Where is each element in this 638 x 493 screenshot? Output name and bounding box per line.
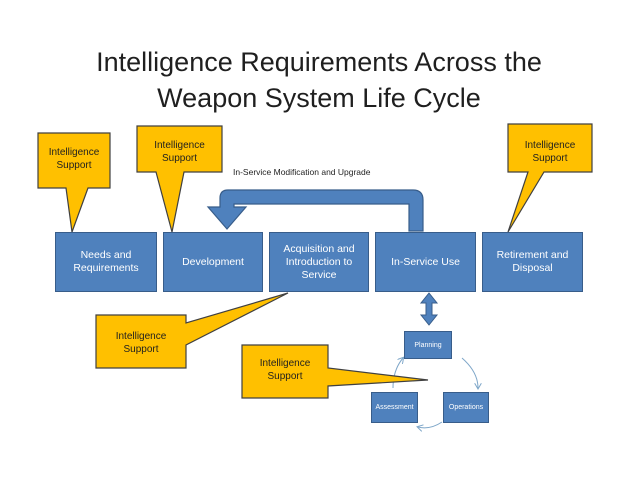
- stage-label: Acquisition and: [283, 242, 355, 255]
- stage-label: Retirement and: [496, 249, 569, 261]
- callout-line: Support: [267, 371, 303, 382]
- cycle-arrow-operations-assessment: [418, 421, 443, 428]
- callout-shape-3: [507, 123, 593, 233]
- stage-label: Needs and: [80, 249, 132, 261]
- cycle-label: Assessment: [375, 404, 414, 411]
- callout-shape-5: [241, 344, 429, 399]
- callout-line: Support: [532, 153, 568, 164]
- callout-line: Intelligence: [48, 147, 100, 158]
- stage-label: In-Service Use: [391, 255, 460, 268]
- stage-label: Service: [301, 268, 337, 281]
- callout-line: Intelligence: [154, 140, 205, 151]
- callout-line: Intelligence: [524, 140, 576, 151]
- cycle-arrow-planning-operations: [461, 357, 478, 388]
- cycle-operations: Operations: [443, 392, 489, 423]
- callout-shape-1: [37, 132, 111, 233]
- stage-label: Disposal: [512, 262, 553, 274]
- callout-line: Intelligence: [115, 331, 167, 342]
- title-line-1: Intelligence Requirements Across the: [96, 47, 542, 77]
- diagram-title: Intelligence Requirements Across the Wea…: [0, 44, 638, 116]
- stage-in-service-use: In-Service Use: [375, 232, 476, 292]
- cycle-assessment: Assessment: [371, 392, 418, 423]
- stage-development: Development: [163, 232, 263, 292]
- title-line-2: Weapon System Life Cycle: [157, 83, 481, 113]
- cycle-label: Operations: [448, 404, 484, 411]
- callout-shape-4: [95, 292, 289, 369]
- callout-shape-2: [136, 125, 223, 233]
- cycle-label: Planning: [414, 341, 442, 349]
- cycle-planning: Planning: [404, 331, 452, 359]
- callout-line: Support: [56, 160, 92, 171]
- cycle-arrow-assessment-planning: [392, 358, 403, 389]
- callout-line: Support: [161, 153, 198, 164]
- callout-line: Intelligence: [259, 358, 311, 369]
- double-arrow: [419, 292, 439, 326]
- modification-label: In-Service Modification and Upgrade: [233, 167, 371, 177]
- callout-line: Support: [123, 344, 159, 355]
- stage-label: Requirements: [73, 262, 139, 274]
- modification-arrow: [206, 189, 424, 232]
- stage-label: Introduction to: [285, 255, 353, 268]
- stage-label: Development: [182, 255, 244, 268]
